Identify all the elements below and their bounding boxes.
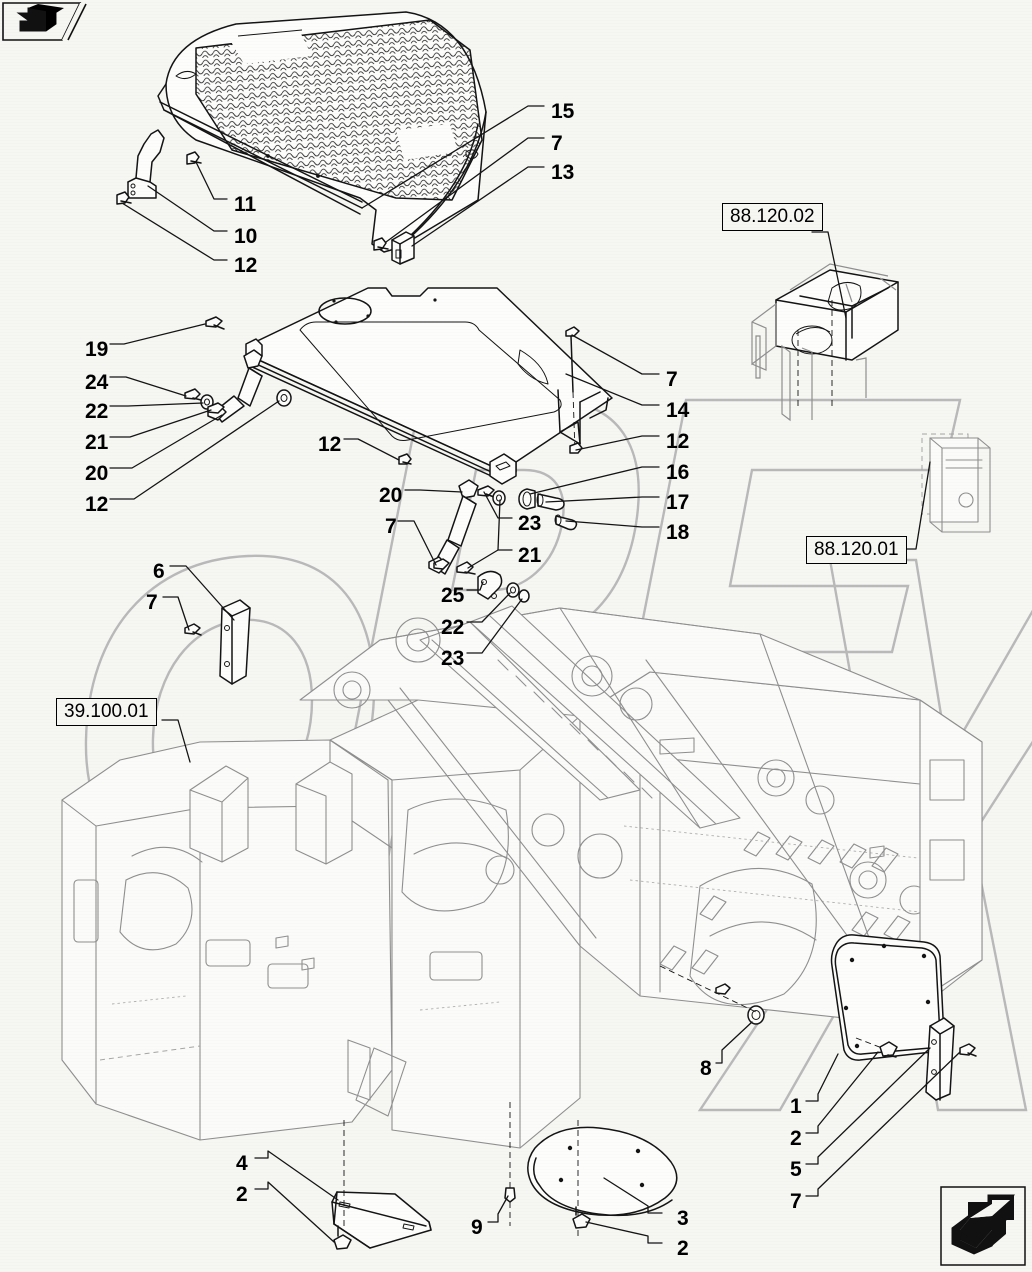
- part-5-support-bracket: [925, 1017, 955, 1101]
- part-7-bolt-hood: [373, 237, 389, 251]
- part-10-screw: [186, 151, 202, 165]
- callout-18: 18: [666, 521, 690, 544]
- callout-9: 9: [471, 1216, 483, 1239]
- callout-10: 10: [234, 225, 258, 248]
- part-7-bolt-cover-right: [565, 326, 580, 453]
- part-6-stop-bracket: [219, 599, 251, 685]
- callout-4: 4: [236, 1152, 248, 1175]
- callout-21-b: 21: [518, 544, 542, 567]
- callout-24: 24: [85, 371, 109, 394]
- part-25-clamp: [477, 570, 503, 600]
- callout-12-b: 12: [85, 493, 109, 516]
- callout-23-b: 23: [441, 647, 465, 670]
- callout-15: 15: [551, 100, 575, 123]
- part-2-bolt-access-cover: [855, 1037, 898, 1058]
- callout-11: 11: [234, 193, 257, 216]
- callout-2-r: 2: [790, 1127, 802, 1150]
- part-7-bolt-center: [433, 558, 450, 570]
- part-21-nut-center-b: [456, 561, 476, 575]
- callout-22-a: 22: [85, 400, 109, 423]
- callout-2-bl: 2: [236, 1183, 248, 1206]
- callout-1: 1: [790, 1095, 802, 1118]
- component-88-120-02-console: [751, 263, 899, 422]
- chassis-frame: [61, 433, 991, 1149]
- part-12-bolt-cover-left: [398, 453, 412, 465]
- right-mount-bracket: [921, 433, 991, 533]
- reference-box-88-120-02[interactable]: 88.120.02: [722, 203, 823, 231]
- callout-25: 25: [441, 584, 465, 607]
- callout-13: 13: [551, 161, 575, 184]
- callout-17: 17: [666, 491, 690, 514]
- callout-23-a: 23: [518, 512, 542, 535]
- part-7-bolt-bracket-left: [184, 623, 202, 636]
- front-view-arrow-icon: [940, 1186, 1026, 1266]
- callout-21-a: 21: [85, 431, 109, 454]
- part-2-bolt-bottom-plate: [333, 1120, 352, 1250]
- reference-box-88-120-01[interactable]: 88.120.01: [806, 536, 907, 564]
- part-13-hood-latch: [391, 231, 415, 265]
- callout-19: 19: [85, 338, 109, 361]
- callout-12-d: 12: [318, 433, 342, 456]
- part-12-bolt-strut-left: [276, 389, 292, 407]
- callout-20-a: 20: [85, 462, 109, 485]
- part-12-bolt-left: [116, 191, 132, 205]
- front-view-arrow-badge: [940, 1186, 1026, 1271]
- callout-12-a: 12: [234, 254, 258, 277]
- callout-7-c: 7: [385, 515, 397, 538]
- callout-8: 8: [700, 1057, 712, 1080]
- rear-view-arrow-icon: [2, 2, 88, 41]
- callout-3: 3: [677, 1207, 689, 1230]
- part-21-nut-center-a: [492, 490, 506, 506]
- callout-12-c: 12: [666, 430, 690, 453]
- callout-16: 16: [666, 461, 690, 484]
- part-19-pin: [205, 316, 225, 330]
- callout-5: 5: [790, 1158, 802, 1181]
- callout-7-d: 7: [146, 591, 158, 614]
- part-7-bolt-support-bracket: [959, 1043, 977, 1057]
- rear-view-arrow-badge: [2, 2, 98, 47]
- callout-2-bc: 2: [677, 1237, 689, 1260]
- part-9-stud: [504, 1098, 516, 1226]
- callout-20-b: 20: [379, 484, 403, 507]
- part-8-bolt: [659, 965, 765, 1025]
- callout-7-e: 7: [790, 1190, 802, 1213]
- callout-7-b: 7: [666, 368, 678, 391]
- part-12-bolt-cover-right: [569, 442, 583, 454]
- callout-14: 14: [666, 399, 690, 422]
- callout-6: 6: [153, 560, 165, 583]
- callout-7-top: 7: [551, 132, 563, 155]
- reference-box-39-100-01[interactable]: 39.100.01: [56, 698, 157, 726]
- callout-22-b: 22: [441, 616, 465, 639]
- part-4-bottom-plate: [331, 1191, 432, 1249]
